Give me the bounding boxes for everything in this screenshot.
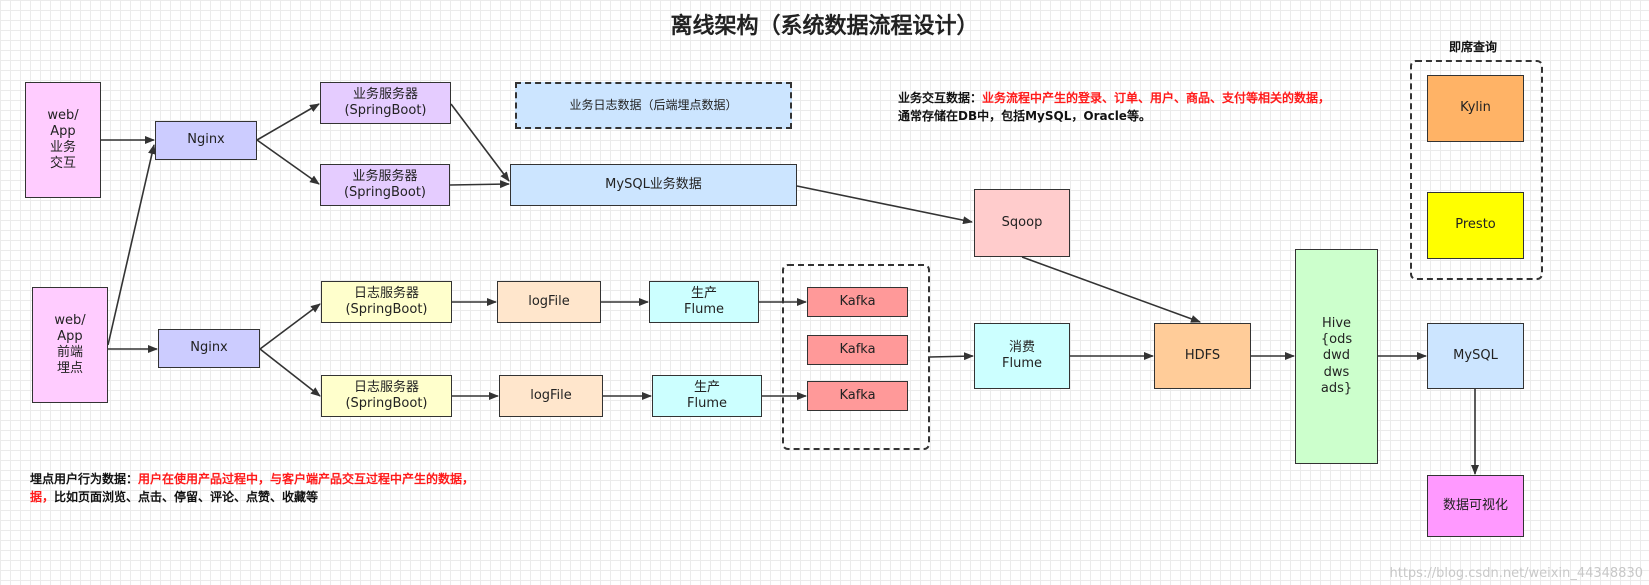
arrow-sqoop-to-hdfs — [1021, 256, 1201, 323]
arrow-tracking-to-nginx-top — [107, 144, 156, 346]
kafka-cluster-region — [782, 264, 930, 450]
arrow-nginx-to-log-1 — [259, 303, 321, 350]
kafka-3-node: Kafka — [807, 381, 908, 411]
biz-note-highlight: 业务流程中产生的登录、订单、用户、商品、支付等相关的数据， — [982, 91, 1331, 105]
biz-log-data-node: 业务日志数据（后端埋点数据） — [515, 82, 792, 129]
produce-flume-2-node: 生产 Flume — [652, 375, 762, 417]
kylin-node: Kylin — [1427, 75, 1524, 142]
arrow-biz-1-to-mysql — [450, 103, 510, 182]
arrow-nginx-to-biz-1 — [256, 103, 320, 141]
log-server-2-node: 日志服务器 (SpringBoot) — [321, 375, 452, 417]
hive-node: Hive {ods dwd dws ads} — [1295, 249, 1378, 464]
mysql-output-node: MySQL — [1427, 323, 1524, 389]
log-server-1-node: 日志服务器 (SpringBoot) — [321, 281, 452, 323]
produce-flume-1-node: 生产 Flume — [649, 281, 759, 323]
tracking-note: 埋点用户行为数据：用户在使用产品过程中，与客户端产品交互过程中产生的数据， 据，… — [30, 470, 490, 506]
biz-interaction-note: 业务交互数据：业务流程中产生的登录、订单、用户、商品、支付等相关的数据， 通常存… — [898, 89, 1368, 125]
biz-note-prefix: 业务交互数据： — [898, 91, 983, 105]
mysql-biz-data-node: MySQL业务数据 — [510, 164, 797, 206]
watermark: https://blog.csdn.net/weixin_44348830 — [1389, 566, 1643, 581]
diagram-title: 离线架构（系统数据流程设计） — [670, 14, 979, 39]
logfile-2-node: logFile — [499, 375, 603, 417]
arrow-biz-2-to-mysql — [449, 180, 510, 189]
arrow-nginx-to-log-2 — [259, 348, 321, 397]
nginx-top-node: Nginx — [155, 121, 257, 160]
adhoc-query-label: 即席查询 — [1449, 40, 1498, 54]
arrow-mysql-to-sqoop — [796, 185, 973, 225]
biz-server-1-node: 业务服务器 (SpringBoot) — [320, 82, 451, 124]
consume-flume-node: 消费 Flume — [974, 323, 1070, 389]
logfile-1-node: logFile — [497, 281, 601, 323]
tracking-note-highlight: 用户在使用产品过程中，与客户端产品交互过程中产生的数据， — [138, 472, 475, 486]
kafka-1-node: Kafka — [807, 287, 908, 317]
web-app-tracking-node: web/ App 前端 埋点 — [32, 287, 108, 403]
sqoop-node: Sqoop — [974, 189, 1070, 257]
data-visualization-node: 数据可视化 — [1427, 475, 1524, 537]
tracking-note-rest: 比如页面浏览、点击、停留、评论、点赞、收藏等 — [54, 490, 319, 504]
adhoc-query-region — [1410, 60, 1543, 280]
web-app-interaction-node: web/ App 业务 交互 — [25, 82, 101, 198]
kafka-2-node: Kafka — [807, 335, 908, 365]
tracking-note-prefix: 埋点用户行为数据： — [30, 472, 139, 486]
biz-note-rest: 通常存储在DB中，包括MySQL，Oracle等。 — [898, 109, 1151, 123]
hdfs-node: HDFS — [1154, 323, 1251, 389]
presto-node: Presto — [1427, 192, 1524, 259]
nginx-bottom-node: Nginx — [158, 329, 260, 368]
biz-server-2-node: 业务服务器 (SpringBoot) — [320, 164, 450, 206]
arrow-nginx-to-biz-2 — [256, 139, 320, 185]
tracking-note-highlight-2: 据， — [30, 490, 55, 504]
arrow-kafka-to-consume-flume — [929, 352, 974, 361]
